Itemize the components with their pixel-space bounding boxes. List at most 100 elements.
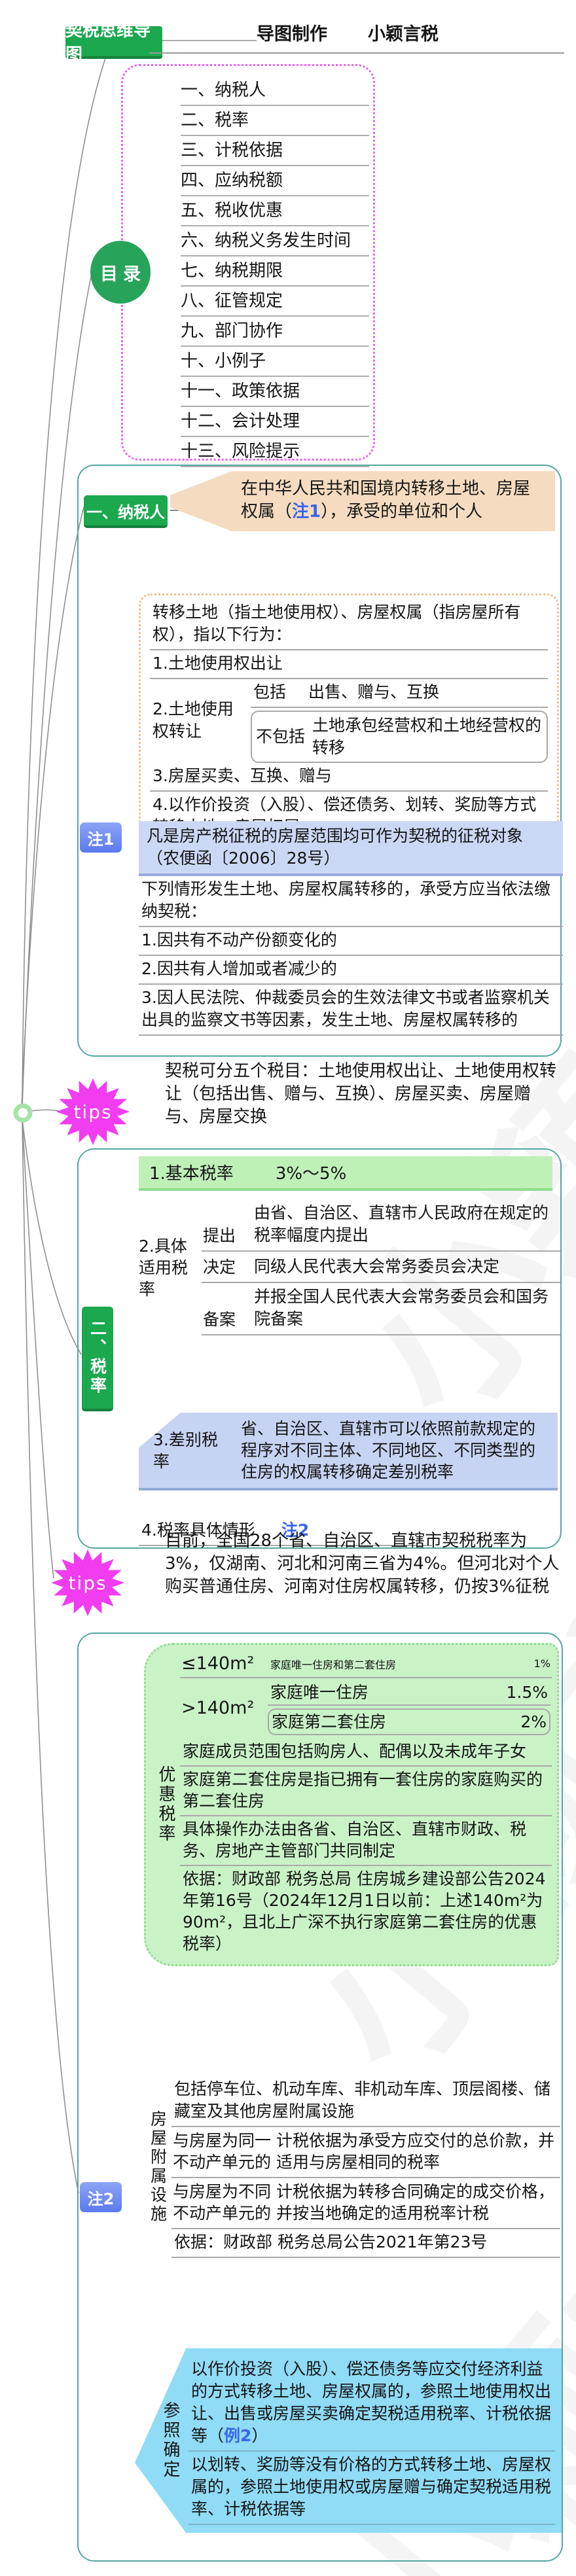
definition-text: ），承受的单位和个人 [321,502,483,521]
transfer-behaviors-box: 转移土地（指土地使用权）、房屋权属（指房屋所有权），指以下行为： 1.土地使用权… [139,593,559,849]
section-note2: 优惠税率 ≤140m² 家庭唯一住房和第二套住房 1% >140m² 家庭唯一住… [77,1632,563,2562]
section-taxrate-node[interactable]: 二、税率 [82,1307,113,1411]
credit-label: 导图制作 [257,24,327,44]
diff-unit-label: 与房屋为不同不动产单元的 [173,2182,272,2223]
root-node-ring [13,1103,33,1123]
tips-text: 契税可分五个税目：土地使用权出让、土地使用权转让（包括出售、赠与、互换）、房屋买… [165,1061,557,1127]
reference-item1-text: 以作价投资（入股）、偿还债务等应交付经济利益的方式转移土地、房屋权属的，参照土地… [191,2359,552,2445]
toc-item[interactable]: 三、计税依据 [181,137,369,166]
situation-item: 3.因人民法院、仲裁委员会的生效法律文书或者监察机关出具的监察文书等因素，发生土… [139,985,563,1036]
basic-rate-value: 3%～5% [275,1164,347,1184]
same-unit-text: 计税依据为承受方应交付的总价款，并适用与房屋相同的税率 [276,2131,555,2172]
same-unit-label: 与房屋为同一不动产单元的 [173,2131,272,2172]
header-divider [149,52,564,54]
note2-ref[interactable]: 注2 [281,1521,310,1540]
toc-item[interactable]: 十一、政策依据 [181,378,369,407]
le140-rate: 1% [533,1657,550,1670]
facilities-group: 房屋附属设施 包括停车位、机动车库、非机动车库、顶层阁楼、储藏室及其他房屋附属设… [144,2076,560,2258]
facilities-basis: 依据：财政部 税务总局公告2021年第23号 [171,2229,560,2258]
same-unit-row: 与房屋为同一不动产单元的 计税依据为承受方应交付的总价款，并适用与房屋相同的税率 [171,2127,560,2178]
toc-item[interactable]: 九、部门协作 [181,317,369,347]
situation-item: 2.因共有人增加或者减少的 [139,956,563,985]
example2-ref[interactable]: 例2 [224,2426,252,2445]
transfer-header: 转移土地（指土地使用权）、房屋权属（指房屋所有权），指以下行为： [150,599,548,650]
scope-note: 凡是房产税征税的房屋范围均可作为契税的征税对象（农便函〔2006〕28号） [139,821,563,876]
tips-node[interactable]: tips [51,1549,124,1616]
section-taxpayer-node[interactable]: 一、纳税人 [84,495,187,528]
specific-rate-label: 4.税率具体情形 [141,1521,255,1540]
toc-item[interactable]: 十、小例子 [181,347,369,377]
reference-node[interactable]: 参照确定 [160,2401,180,2480]
toc-item[interactable]: 七、纳税期限 [181,257,369,287]
differential-text: 省、自治区、直辖市可以依照前款规定的程序对不同主体、不同地区、不同类型的住房的权… [241,1419,536,1481]
gt140-only-row: 家庭唯一住房 1.5% [268,1680,550,1706]
toc-panel: 一、纳税人 二、税率 三、计税依据 四、应纳税额 五、税收优惠 六、纳税义务发生… [121,64,375,467]
second-house-def: 家庭第二套住房是指已拥有一套住房的家庭购买的第二套住房 [180,1767,552,1816]
record-label: 备案 [203,1310,236,1329]
exclude-row: 不包括 土地承包经营权和土地经营权的转移 [251,711,548,763]
specific-rate-row: 4.税率具体情形 注2 [139,1517,432,1546]
note1-node[interactable]: 注1 [80,822,122,853]
tips-node[interactable]: tips [56,1078,130,1145]
preferential-rate-node[interactable]: 优惠税率 [156,1765,175,1844]
exclude-label: 不包括 [256,727,306,746]
page-title[interactable]: 契税思维导图 [65,21,162,65]
reference-box: 参照确定 以作价投资（入股）、偿还债务等应交付经济利益的方式转移土地、房屋权属的… [135,2348,562,2533]
note1-details: 凡是房产税征税的房屋范围均可作为契税的征税对象（农便函〔2006〕28号） 下列… [139,821,563,1036]
toc-item[interactable]: 二、税率 [181,107,369,136]
propose-text: 由省、自治区、直辖市人民政府在规定的税率幅度内提出 [254,1203,549,1244]
facilities-include: 包括停车位、机动车库、非机动车库、顶层阁楼、储藏室及其他房屋附属设施 [171,2076,560,2127]
toc-item[interactable]: 十二、会计处理 [181,408,369,437]
toc-item[interactable]: 四、应纳税额 [181,167,369,196]
reference-item-1: 以作价投资（入股）、偿还债务等应交付经济利益的方式转移土地、房屋权属的，参照土地… [189,2356,555,2452]
le140-row: ≤140m² 家庭唯一住房和第二套住房 1% [180,1651,552,1678]
preferential-rate-box: 优惠税率 ≤140m² 家庭唯一住房和第二套住房 1% >140m² 家庭唯一住… [144,1643,559,1966]
toc-node[interactable]: 目录 [90,241,151,304]
toc-item[interactable]: 八、征管规定 [181,287,369,317]
propose-row: 提出 由省、自治区、直辖市人民政府在规定的税率幅度内提出 [202,1199,560,1252]
transfer-item: 3.房屋买卖、互换、赠与 [150,763,548,792]
preferential-basis: 依据：财政部 税务总局 住房城乡建设部公告2024年第16号（2024年12月1… [183,1869,546,1953]
toc-item[interactable]: 六、纳税义务发生时间 [181,227,369,256]
situation-item: 1.因共有不动产份额变化的 [139,927,563,956]
applicable-rate-group: 2.具体适用税率 提出 由省、自治区、直辖市人民政府在规定的税率幅度内提出 决定… [139,1199,560,1335]
method-text: 具体操作办法由各省、自治区、直辖市财政、税务、房地产主管部门共同制定 [180,1816,552,1866]
record-text: 并报全国人民代表大会常务委员会和国务院备案 [254,1287,549,1328]
differential-rate-box: 3.差别税率 省、自治区、直辖市可以依照前款规定的程序对不同主体、不同地区、不同… [139,1413,558,1491]
include-label: 包括 [253,682,287,701]
transfer-item: 1.土地使用权出让 [150,650,548,679]
include-row: 包括 出售、赠与、互换 [251,679,548,708]
include-text: 出售、赠与、互换 [308,682,440,701]
toc-item[interactable]: 五、税收优惠 [181,197,369,226]
decide-label: 决定 [203,1258,236,1277]
basic-rate-label: 1.基本税率 [149,1164,234,1184]
transfer-item-2: 2.土地使用权转让 包括 出售、赠与、互换 不包括 土地承包经营权和土地经营权的… [150,679,548,763]
gt140-only-rate: 1.5% [506,1683,548,1702]
propose-label: 提出 [203,1226,236,1245]
diff-unit-row: 与房屋为不同不动产单元的 计税依据为转移合同确定的成交价格，并按当地确定的适用税… [171,2178,560,2229]
situations-header: 下列情形发生土地、房屋权属转移的，承受方应当依法缴纳契税： [139,876,563,927]
family-scope: 家庭成员范围包括购房人、配偶以及未成年子女 [180,1738,552,1767]
section-taxpayer: 一、纳税人 在中华人民共和国境内转移土地、房屋权属（注1），承受的单位和个人 转… [77,465,563,1057]
note1-ref[interactable]: 注1 [292,502,321,521]
note2-node[interactable]: 注2 [80,2182,122,2212]
le140-desc: 家庭唯一住房和第二套住房 [270,1658,397,1671]
toc-item[interactable]: 一、纳税人 [181,77,369,106]
definition-text: 在中华人民共和国境内转移土地、房屋权属（ [241,479,531,521]
taxpayer-definition: 在中华人民共和国境内转移土地、房屋权属（注1），承受的单位和个人 [170,471,555,531]
exclude-text: 土地承包经营权和土地经营权的转移 [312,716,542,757]
gt140-only-desc: 家庭唯一住房 [270,1683,369,1702]
differential-label: 3.差别税率 [153,1430,218,1471]
toc-item[interactable]: 十三、风险提示 [181,438,369,467]
gt140-second-desc: 家庭第二套住房 [272,1712,387,1731]
record-row: 备案 并报全国人民代表大会常务委员会和国务院备案 [202,1283,560,1335]
le140-label: ≤140m² [181,1653,255,1674]
gt140-label: >140m² [181,1697,255,1718]
decide-text: 同级人民代表大会常务委员会决定 [254,1257,500,1276]
decide-row: 决定 同级人民代表大会常务委员会决定 [202,1252,560,1283]
reference-item-2: 以划转、奖励等没有价格的方式转移土地、房屋权属的，参照土地使用权或房屋赠与确定契… [189,2452,555,2525]
credit-name: 小颖言税 [368,24,439,44]
facilities-node[interactable]: 房屋附属设施 [148,2110,168,2224]
credit-line: 导图制作 小颖言税 [257,20,439,45]
